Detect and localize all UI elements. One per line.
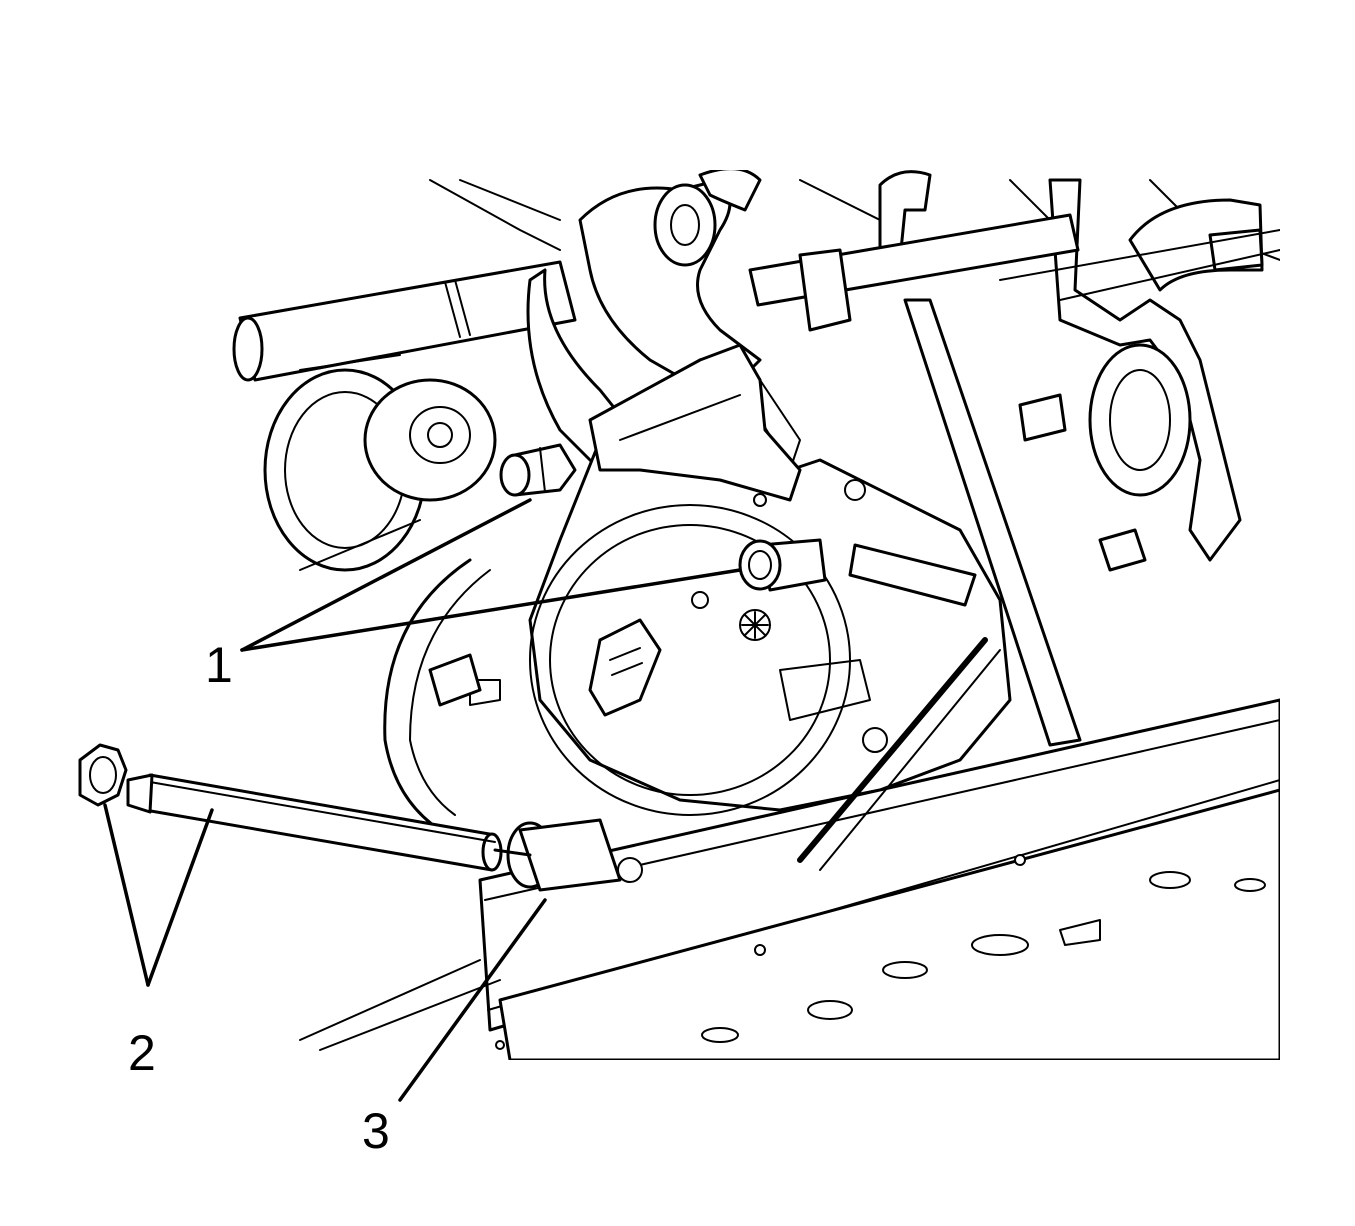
vertical-rod [903, 298, 1082, 747]
callout-3: 3 [362, 1103, 390, 1159]
subframe-beam [299, 698, 1280, 1060]
drive-belt [797, 637, 1001, 871]
belt-pulley [383, 558, 501, 832]
upper-tube-left [232, 260, 577, 382]
callout-2: 2 [128, 1025, 156, 1081]
alternator-pulley [263, 354, 497, 572]
stud-and-nut [78, 743, 532, 872]
right-hoses [999, 178, 1280, 572]
compressor-bracket [588, 343, 802, 502]
upper-bolt [499, 443, 577, 497]
callout-leaders [103, 498, 742, 1102]
engine-assembly [232, 170, 1280, 1060]
lower-bolt [738, 538, 827, 592]
upper-crossbar [748, 213, 1080, 332]
callout-1: 1 [205, 637, 233, 693]
